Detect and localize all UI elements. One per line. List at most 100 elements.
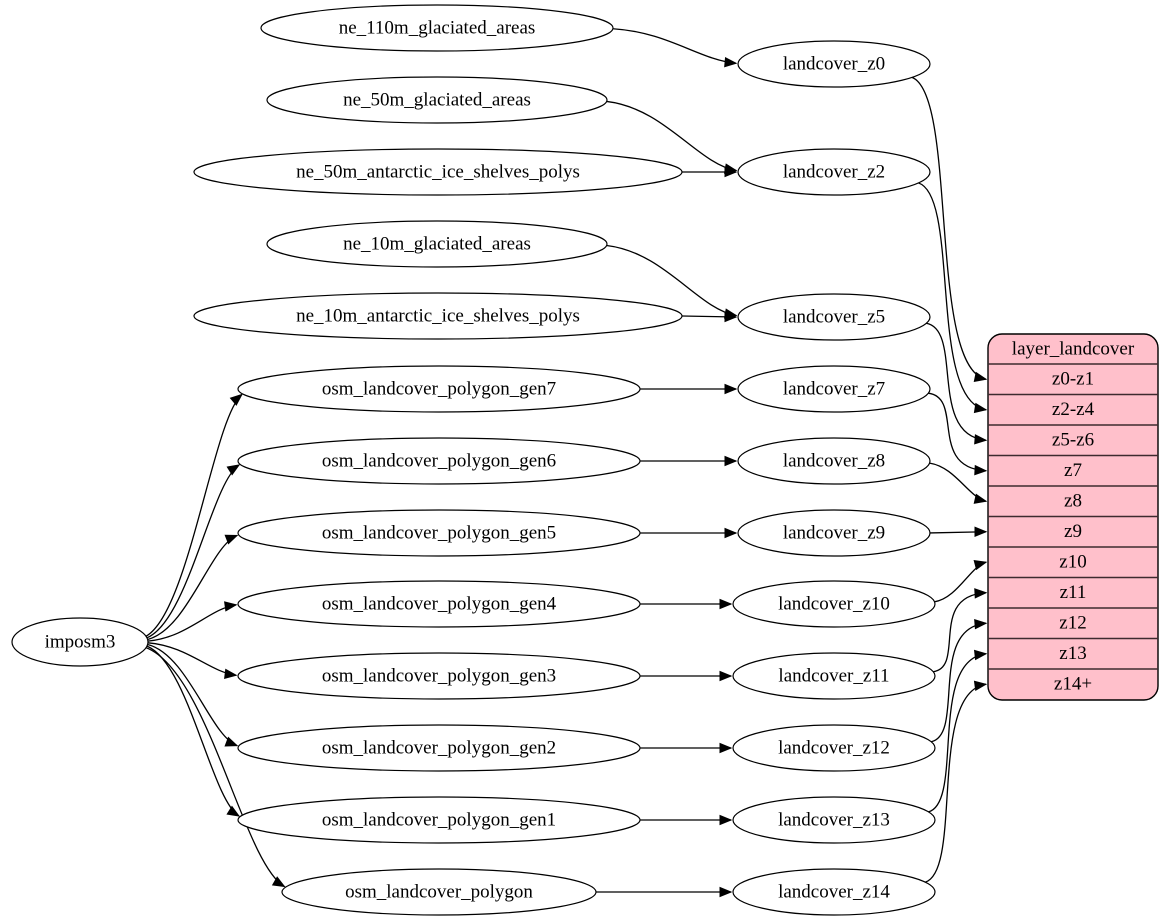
- table-row-z9[interactable]: z9: [1064, 521, 1082, 542]
- node-osm-landcover-polygon-gen6[interactable]: osm_landcover_polygon_gen6: [237, 437, 641, 485]
- node-label: ne_10m_antarctic_ice_shelves_polys: [296, 305, 580, 326]
- edge-arrowhead: [974, 464, 988, 476]
- node-ne-50m-antarctic-ice-shelves-polys[interactable]: ne_50m_antarctic_ice_shelves_polys: [193, 148, 683, 196]
- edge-arrowhead: [224, 534, 239, 545]
- edge-arrowhead: [271, 876, 286, 888]
- edge-line: [911, 76, 987, 380]
- node-imposm3[interactable]: imposm3: [11, 617, 149, 667]
- node-landcover-z9[interactable]: landcover_z9: [737, 509, 931, 557]
- edge-arrowhead: [724, 527, 738, 539]
- node-shape: [737, 509, 931, 557]
- table-row-z7[interactable]: z7: [1064, 460, 1082, 481]
- node-osm-landcover-polygon-gen1[interactable]: osm_landcover_polygon_gen1: [237, 796, 641, 844]
- node-osm-landcover-polygon-gen3[interactable]: osm_landcover_polygon_gen3: [237, 652, 641, 700]
- edge-landcover-z5-to-z5-z6: [926, 322, 988, 445]
- edge-osm-landcover-polygon-gen6-to-landcover-z8: [640, 455, 738, 467]
- node-ne-10m-antarctic-ice-shelves-polys[interactable]: ne_10m_antarctic_ice_shelves_polys: [193, 292, 683, 340]
- edge-arrowhead: [724, 166, 738, 178]
- node-label: osm_landcover_polygon_gen4: [322, 593, 557, 614]
- edge-line: [147, 643, 238, 747]
- edge-line: [925, 683, 987, 883]
- edge-arrowhead: [719, 598, 733, 610]
- node-landcover-z12[interactable]: landcover_z12: [732, 724, 936, 772]
- node-shape: [237, 724, 641, 772]
- edge-arrowhead: [973, 371, 988, 383]
- node-landcover-z7[interactable]: landcover_z7: [737, 365, 931, 413]
- edge-arrowhead: [974, 618, 988, 630]
- node-label: landcover_z14: [778, 881, 890, 902]
- node-shape: [737, 148, 931, 196]
- node-shape: [737, 365, 931, 413]
- node-label: landcover_z8: [783, 450, 885, 471]
- edge-layer: [145, 28, 988, 898]
- edge-line: [933, 592, 987, 673]
- node-ne-110m-glaciated-areas[interactable]: ne_110m_glaciated_areas: [260, 4, 614, 52]
- table-row-z14[interactable]: z14+: [1054, 674, 1092, 695]
- edge-line: [928, 653, 987, 813]
- edge-line: [145, 394, 243, 637]
- table-row-z0-z1[interactable]: z0-z1: [1052, 369, 1094, 390]
- node-landcover-z2[interactable]: landcover_z2: [737, 148, 931, 196]
- edge-landcover-z10-to-z10: [934, 560, 988, 603]
- node-landcover-z0[interactable]: landcover_z0: [737, 40, 931, 88]
- node-shape: [732, 796, 936, 844]
- edge-arrowhead: [973, 680, 988, 692]
- node-landcover-z10[interactable]: landcover_z10: [732, 580, 936, 628]
- table-row-z12[interactable]: z12: [1059, 613, 1086, 634]
- node-shape: [281, 868, 597, 916]
- edge-arrowhead: [973, 402, 988, 414]
- edge-arrowhead: [226, 464, 241, 476]
- node-label: landcover_z2: [783, 161, 885, 182]
- node-shape: [732, 580, 936, 628]
- table-row-z10[interactable]: z10: [1059, 552, 1086, 573]
- node-osm-landcover-polygon-gen7[interactable]: osm_landcover_polygon_gen7: [237, 365, 641, 413]
- edge-imposm3-to-osm-landcover-polygon-gen2: [147, 643, 239, 747]
- node-shape: [237, 365, 641, 413]
- node-landcover-z5[interactable]: landcover_z5: [737, 293, 931, 341]
- edge-arrowhead: [224, 601, 238, 612]
- node-shape: [237, 580, 641, 628]
- edge-arrowhead: [224, 736, 239, 747]
- node-osm-landcover-polygon-gen4[interactable]: osm_landcover_polygon_gen4: [237, 580, 641, 628]
- node-shape: [732, 724, 936, 772]
- table-row-z8[interactable]: z8: [1064, 491, 1082, 512]
- node-osm-landcover-polygon-gen2[interactable]: osm_landcover_polygon_gen2: [237, 724, 641, 772]
- node-label: osm_landcover_polygon_gen7: [322, 378, 556, 399]
- layer-table-group[interactable]: layer_landcover z0-z1 z2-z4 z5-z6 z7 z8 z9 z10 z…: [987, 333, 1159, 701]
- edge-landcover-z7-to-z7: [928, 392, 988, 476]
- node-landcover-z13[interactable]: landcover_z13: [732, 796, 936, 844]
- edge-arrowhead: [224, 668, 238, 680]
- node-landcover-z8[interactable]: landcover_z8: [737, 437, 931, 485]
- edge-ne-10m-antarctic-ice-shelves-polys-to-landcover-z5: [681, 311, 738, 323]
- edge-line: [146, 464, 240, 639]
- table-header-label: layer_landcover: [1012, 338, 1135, 359]
- node-ne-50m-glaciated-areas[interactable]: ne_50m_glaciated_areas: [266, 76, 608, 124]
- table-row-z2-z4[interactable]: z2-z4: [1052, 399, 1095, 420]
- node-shape: [237, 509, 641, 557]
- node-landcover-z11[interactable]: landcover_z11: [732, 652, 936, 700]
- node-osm-landcover-polygon-gen5[interactable]: osm_landcover_polygon_gen5: [237, 509, 641, 557]
- node-shape: [737, 437, 931, 485]
- node-ne-10m-glaciated-areas[interactable]: ne_10m_glaciated_areas: [266, 220, 608, 268]
- edge-landcover-z0-to-z0-z1: [911, 76, 988, 383]
- edge-arrowhead: [724, 455, 738, 467]
- table-row-z5-z6[interactable]: z5-z6: [1052, 430, 1094, 451]
- node-label: landcover_z7: [783, 378, 885, 399]
- table-row-z13[interactable]: z13: [1059, 643, 1086, 664]
- node-label: osm_landcover_polygon_gen5: [322, 522, 556, 543]
- node-osm-landcover-polygon[interactable]: osm_landcover_polygon: [281, 868, 597, 916]
- edge-arrowhead: [719, 814, 733, 826]
- node-shape: [737, 293, 931, 341]
- edge-arrowhead: [724, 311, 738, 323]
- edge-arrowhead: [973, 649, 988, 661]
- node-landcover-z14[interactable]: landcover_z14: [732, 868, 936, 916]
- table-row-z11[interactable]: z11: [1060, 582, 1087, 603]
- edge-imposm3-to-osm-landcover-polygon-gen4: [147, 601, 238, 642]
- edge-ne-110m-glaciated-areas-to-landcover-z0: [612, 28, 738, 68]
- edge-line: [931, 622, 987, 743]
- node-label: ne_10m_glaciated_areas: [343, 233, 531, 254]
- node-shape: [193, 148, 683, 196]
- node-shape: [266, 220, 608, 268]
